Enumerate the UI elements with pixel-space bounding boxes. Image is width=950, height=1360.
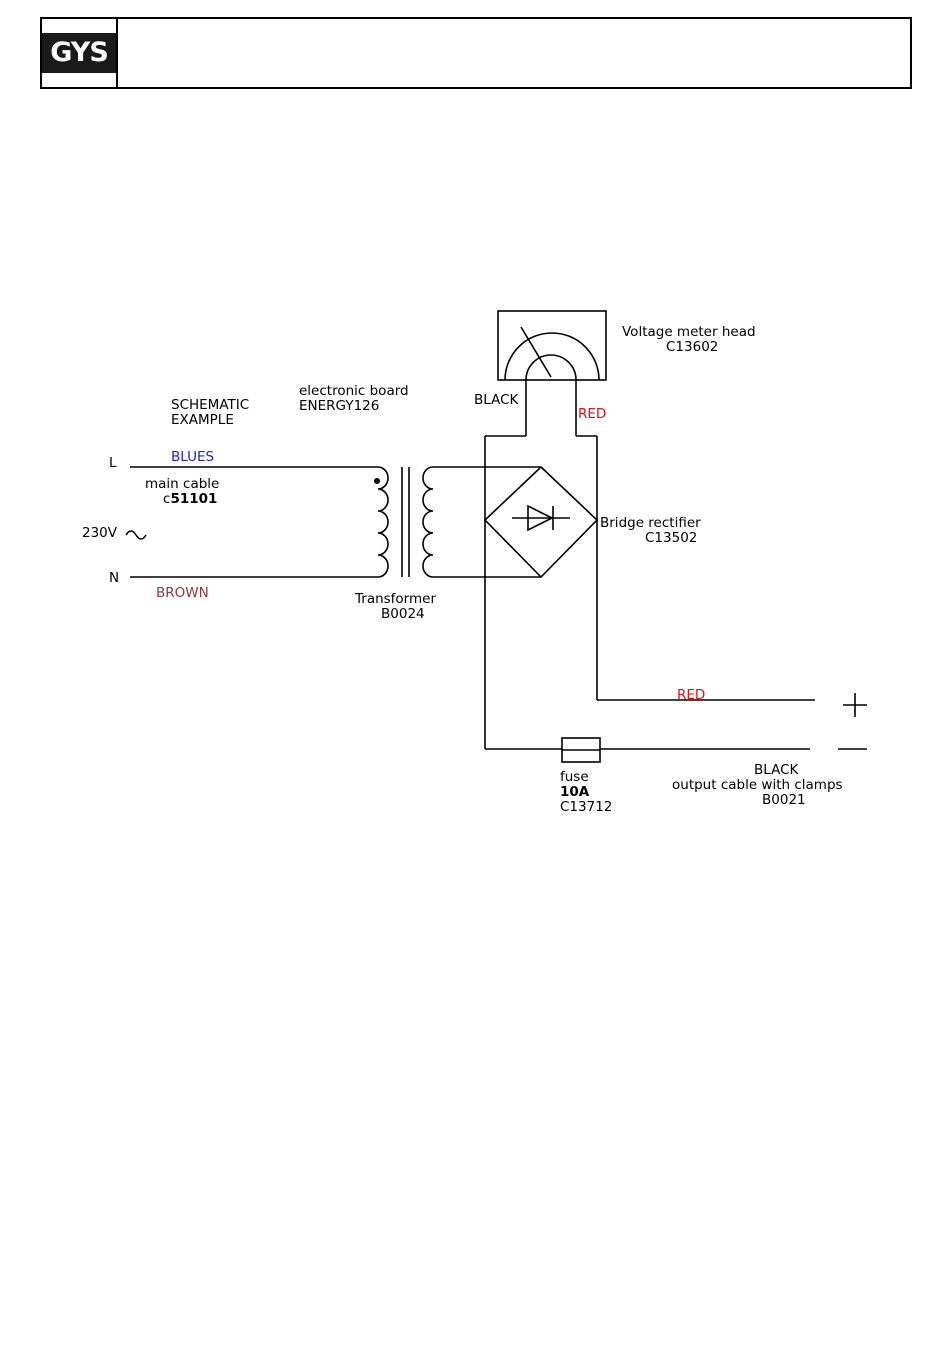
meter-red-wire-label: RED (578, 406, 606, 422)
line-l-label: L (109, 455, 117, 471)
primary-coil (378, 467, 388, 577)
board-ref: ENERGY126 (299, 398, 379, 414)
board-label: electronic board (299, 383, 409, 399)
ac-wave-icon (126, 531, 146, 539)
output-black-wire-label: BLACK (754, 762, 800, 778)
main-cable-label: main cable (145, 476, 219, 492)
blue-wire-label: BLUES (171, 449, 214, 465)
output-cable-ref: B0021 (762, 792, 806, 808)
rectifier-ref: C13502 (645, 530, 697, 546)
example-label: EXAMPLE (171, 412, 234, 428)
meter-needle (521, 327, 551, 377)
meter-outer-arc (505, 333, 599, 380)
meter-ref: C13602 (666, 339, 718, 355)
meter-label: Voltage meter head (622, 324, 756, 340)
transformer-label: Transformer (354, 591, 436, 607)
fuse-ref: C13712 (560, 799, 612, 815)
fuse-rating: 10A (560, 784, 590, 800)
transformer-ref: B0024 (381, 606, 425, 622)
voltage-meter-box (498, 311, 606, 380)
secondary-coil (423, 467, 433, 577)
main-cable-ref: c51101 (163, 491, 217, 507)
fuse-label: fuse (560, 769, 589, 785)
schematic-label: SCHEMATIC (171, 397, 249, 413)
meter-black-wire-label: BLACK (474, 392, 520, 408)
output-cable-label: output cable with clamps (672, 777, 843, 793)
output-red-wire-label: RED (677, 687, 705, 703)
brown-wire-label: BROWN (156, 585, 209, 601)
polarity-dot (374, 478, 380, 484)
rectifier-label: Bridge rectifier (600, 515, 701, 531)
bridge-rectifier (485, 467, 597, 577)
supply-voltage-label: 230V (82, 525, 118, 541)
line-n-label: N (109, 570, 119, 586)
